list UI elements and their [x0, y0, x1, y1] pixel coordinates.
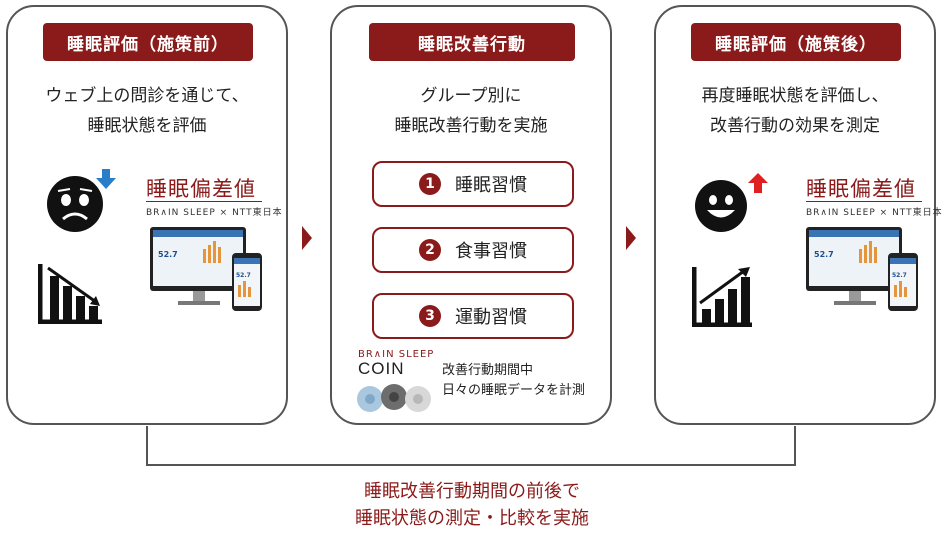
habit-label: 運動習慣 [455, 307, 527, 328]
panel-title: 睡眠改善行動 [369, 23, 575, 61]
logo-main-text: 睡眠偏差値 [146, 177, 256, 201]
habit-diet: 2 食事習慣 [372, 227, 574, 273]
logo-main: 睡眠偏差値 [146, 173, 256, 203]
panel-desc-line1: 再度睡眠状態を評価し、 [701, 86, 889, 106]
logo-divider [146, 201, 262, 202]
panel-desc-line2: 睡眠改善行動を実施 [394, 116, 548, 136]
logo-brand: BR∧IN SLEEP × NTT東日本 [146, 208, 283, 218]
device-score-text: 52.7 [158, 250, 178, 259]
logo-brand: BR∧IN SLEEP × NTT東日本 [806, 208, 943, 218]
flow-arrow-2 [626, 226, 636, 250]
habit-exercise: 3 運動習慣 [372, 293, 574, 339]
habit-sleep: 1 睡眠習慣 [372, 161, 574, 207]
panel-desc-line1: ウェブ上の問診を通じて、 [45, 86, 249, 106]
habit-label: 食事習慣 [455, 241, 527, 262]
comparison-bracket [146, 426, 796, 466]
panel-desc-line2: 改善行動の効果を測定 [710, 116, 880, 136]
habit-number: 1 [419, 173, 441, 195]
phone-score-text: 52.7 [892, 272, 907, 279]
panel-before: 睡眠評価（施策前） ウェブ上の問診を通じて、 睡眠状態を評価 睡眠偏差値 BR∧… [6, 5, 288, 425]
logo-main-text: 睡眠偏差値 [806, 177, 916, 201]
panel-intervention: 睡眠改善行動 グループ別に 睡眠改善行動を実施 1 睡眠習慣 2 食事習慣 3 … [330, 5, 612, 425]
habit-number: 3 [419, 305, 441, 327]
panel-desc-line2: 睡眠状態を評価 [87, 116, 207, 136]
phone-score-text: 52.7 [236, 272, 251, 279]
device-mockup-icon: 52.7 52.7 [150, 227, 262, 311]
coin-desc-line1: 改善行動期間中 [442, 363, 534, 378]
up-arrow-icon [748, 173, 768, 193]
logo-partner-text: NTT東日本 [892, 208, 943, 218]
coin-brand: BR∧IN SLEEP [358, 349, 435, 360]
declining-chart-icon [38, 264, 102, 324]
happy-face-icon [695, 180, 747, 232]
panel-desc-line1: グループ別に [420, 86, 522, 106]
coin-desc-line2: 日々の睡眠データを計測 [442, 383, 586, 398]
summary-line2: 睡眠状態の測定・比較を実施 [355, 508, 589, 529]
device-score-text: 52.7 [814, 250, 834, 259]
logo-brand-text: BR∧IN SLEEP [146, 208, 216, 218]
device-mockup-icon: 52.7 52.7 [806, 227, 918, 311]
panel-title: 睡眠評価（施策前） [43, 23, 253, 61]
coin-device-icon [357, 384, 431, 412]
logo-main: 睡眠偏差値 [806, 173, 916, 203]
down-arrow-icon [96, 169, 116, 189]
habit-number: 2 [419, 239, 441, 261]
panel-title: 睡眠評価（施策後） [691, 23, 901, 61]
rising-chart-icon [692, 267, 752, 327]
logo-partner-text: NTT東日本 [232, 208, 283, 218]
summary-line1: 睡眠改善行動期間の前後で [364, 481, 580, 502]
logo-divider [806, 201, 922, 202]
habit-label: 睡眠習慣 [455, 175, 527, 196]
panel-after: 睡眠評価（施策後） 再度睡眠状態を評価し、 改善行動の効果を測定 睡眠偏差値 B… [654, 5, 942, 425]
coin-name: COIN [358, 359, 405, 378]
sad-face-icon [47, 176, 103, 232]
flow-arrow-1 [302, 226, 312, 250]
logo-brand-text: BR∧IN SLEEP [806, 208, 876, 218]
